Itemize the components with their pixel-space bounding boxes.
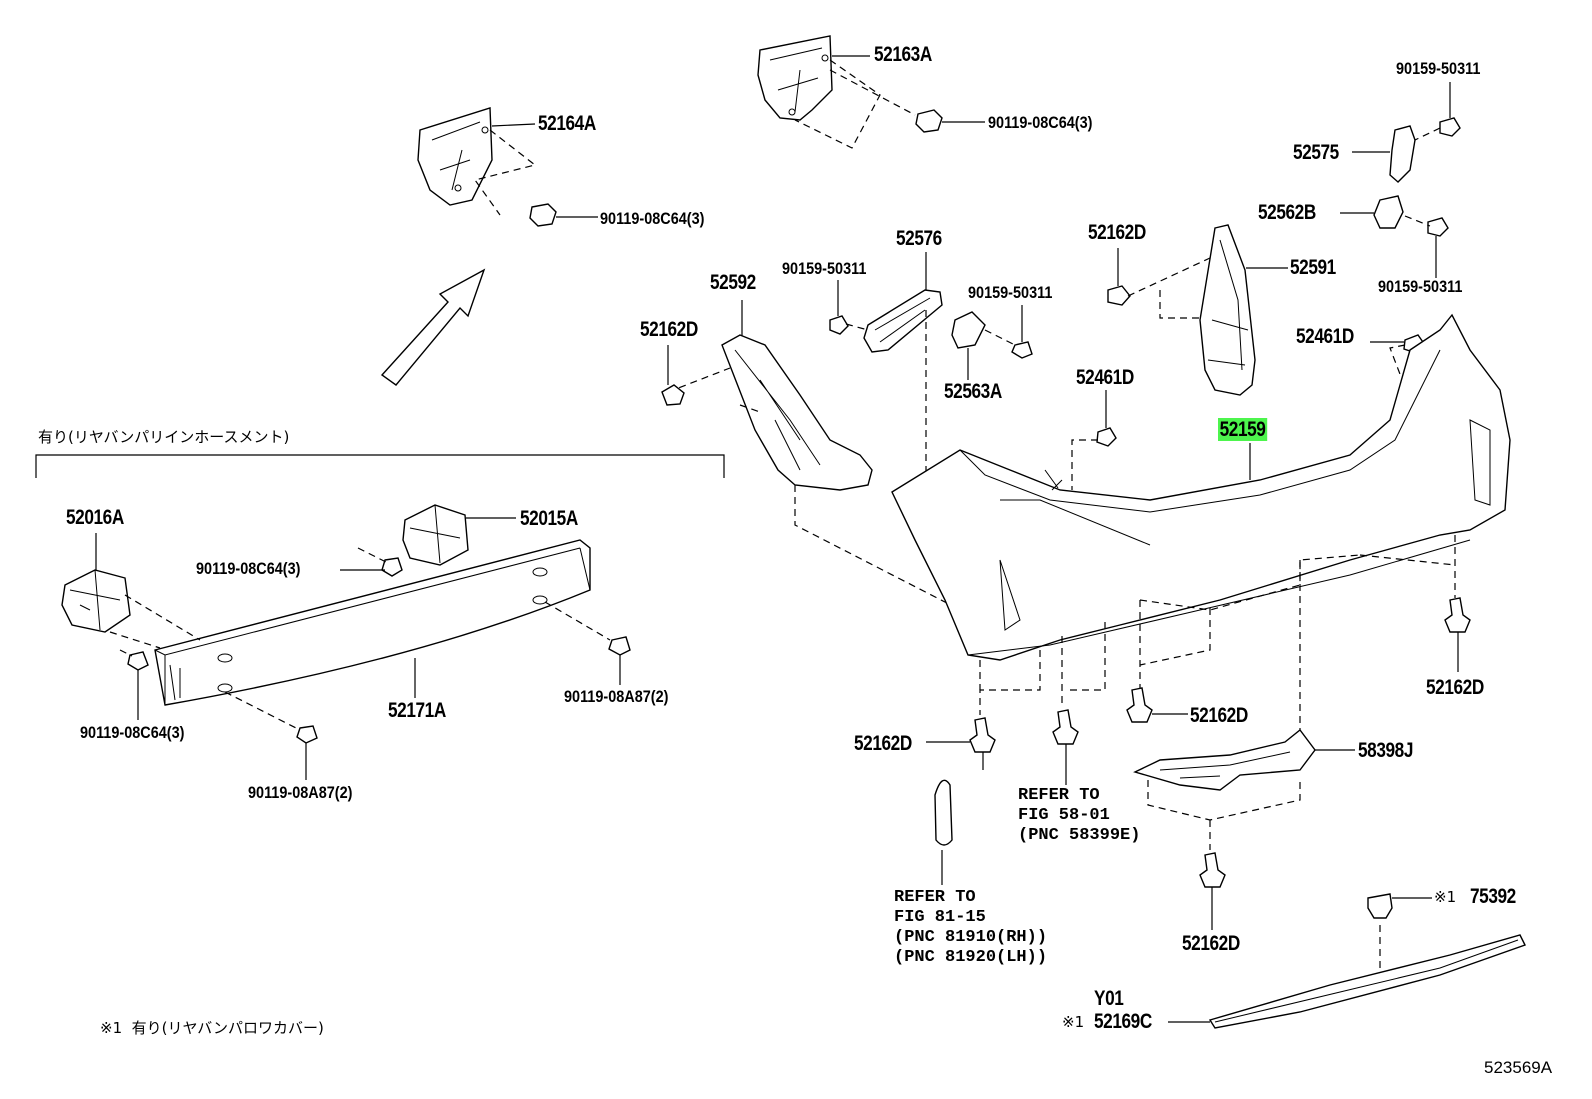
label-52163A: 52163A <box>874 43 932 66</box>
refer-note-58-01: REFER TO FIG 58-01 (PNC 58399E) <box>1018 786 1141 845</box>
group-bracket-line <box>35 454 725 478</box>
label-52461D-right: 52461D <box>1296 325 1354 348</box>
label-52592: 52592 <box>710 271 756 294</box>
clip-52162D-top <box>1107 248 1212 319</box>
label-52591: 52591 <box>1290 256 1336 279</box>
label-52162D-c: 52162D <box>854 732 912 755</box>
footnote: ※1 有り(リヤバンパロワカバー) <box>100 1019 324 1037</box>
bracket-52016A <box>61 533 201 649</box>
lower-cover-52169C <box>1168 893 1526 1029</box>
label-52169C: 52169C <box>1094 1010 1152 1033</box>
clip-52575 <box>1352 82 1461 183</box>
label-52576: 52576 <box>896 227 942 250</box>
clip-52162D-group <box>926 597 1471 930</box>
label-90119-08C64-bottom: 90119-08C64(3) <box>80 723 185 742</box>
mark-75392: ※1 <box>1434 888 1457 906</box>
label-75392: 75392 <box>1470 885 1516 908</box>
label-52016A: 52016A <box>66 506 124 529</box>
label-52162D-e: 52162D <box>1426 676 1484 699</box>
label-52461D-mid: 52461D <box>1076 366 1134 389</box>
clip-52563A <box>951 305 1033 380</box>
label-52162D-d: 52162D <box>1190 704 1248 727</box>
label-90159-50311-c: 90159-50311 <box>782 259 867 278</box>
label-Y01: Y01 <box>1094 987 1124 1010</box>
label-90119-08C64-left: 90119-08C64(3) <box>600 209 705 228</box>
label-90159-50311-a: 90159-50311 <box>1396 59 1481 78</box>
bumper-cover-52159 <box>891 313 1511 661</box>
label-58398J: 58398J <box>1358 739 1414 762</box>
bracket-52163A <box>757 35 916 149</box>
refer-note-81-15: REFER TO FIG 81-15 (PNC 81910(RH)) (PNC … <box>894 888 1048 967</box>
label-90119-08A87-right: 90119-08A87(2) <box>564 687 669 706</box>
label-52164A: 52164A <box>538 112 596 135</box>
label-52575: 52575 <box>1293 141 1339 164</box>
label-90119-08A87-bottom: 90119-08A87(2) <box>248 783 353 802</box>
label-52159-highlighted[interactable]: 52159 <box>1218 418 1268 441</box>
reflector-81910 <box>934 779 953 885</box>
label-90159-50311-b: 90159-50311 <box>1378 277 1463 296</box>
label-52563A: 52563A <box>944 380 1002 403</box>
label-52562B: 52562B <box>1258 201 1316 224</box>
label-52171A: 52171A <box>388 699 446 722</box>
direction-arrow <box>380 268 486 386</box>
label-52015A: 52015A <box>520 507 578 530</box>
bolt-52163A <box>915 109 985 133</box>
label-52162D-b: 52162D <box>640 318 698 341</box>
label-52162D-f: 52162D <box>1182 932 1240 955</box>
mark-52169C: ※1 <box>1062 1013 1085 1031</box>
reinforcement-52171A <box>154 539 591 706</box>
bolt-52164A <box>529 203 598 227</box>
label-90119-08C64-beam: 90119-08C64(3) <box>196 559 301 578</box>
clip-52461D-mid <box>1071 390 1117 490</box>
bracket-52591 <box>1199 224 1288 396</box>
clip-52562B <box>1340 195 1449 278</box>
bolt-group-beam <box>119 547 631 780</box>
label-90159-50311-d: 90159-50311 <box>968 283 1053 302</box>
under-cover-58398J <box>1133 729 1355 791</box>
mounting-dash-lines <box>979 535 1456 850</box>
group-label-reinforcement: 有り(リヤバンパリインホースメント) <box>38 428 290 446</box>
bracket-52164A <box>417 107 537 216</box>
label-52162D-a: 52162D <box>1088 221 1146 244</box>
diagram-id: 523569A <box>1484 1058 1553 1077</box>
label-90119-08C64-upper: 90119-08C64(3) <box>988 113 1093 132</box>
bracket-52015A <box>402 504 516 566</box>
